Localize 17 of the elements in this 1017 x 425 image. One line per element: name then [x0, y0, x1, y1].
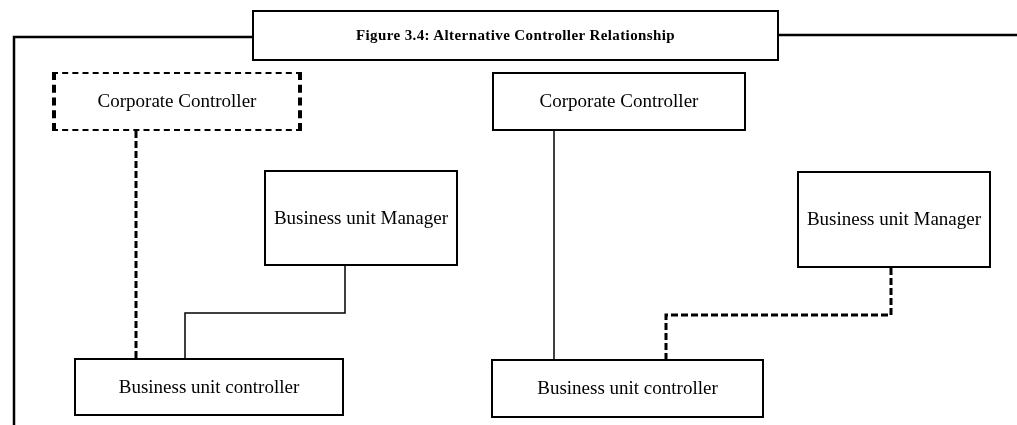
process-box	[491, 359, 764, 418]
dashed-box	[52, 72, 302, 131]
box-label: Business unit Manager	[805, 208, 983, 231]
box-label: Business unit controller	[536, 377, 719, 400]
process-box	[797, 171, 991, 268]
figure-title: Figure 3.4: Alternative Controller Relationship	[355, 27, 676, 44]
box-label: Business unit Manager	[272, 206, 450, 230]
process-box	[492, 72, 746, 131]
connector	[553, 130, 555, 360]
box-label: Business unit controller	[117, 375, 301, 399]
process-box	[74, 358, 344, 416]
connector	[184, 265, 346, 359]
dashed-connector	[134, 131, 138, 358]
box-label: Corporate Controller	[538, 90, 700, 113]
dashed-connector	[664, 268, 893, 359]
box-label: Corporate Controller	[96, 90, 258, 113]
process-box	[264, 170, 458, 266]
